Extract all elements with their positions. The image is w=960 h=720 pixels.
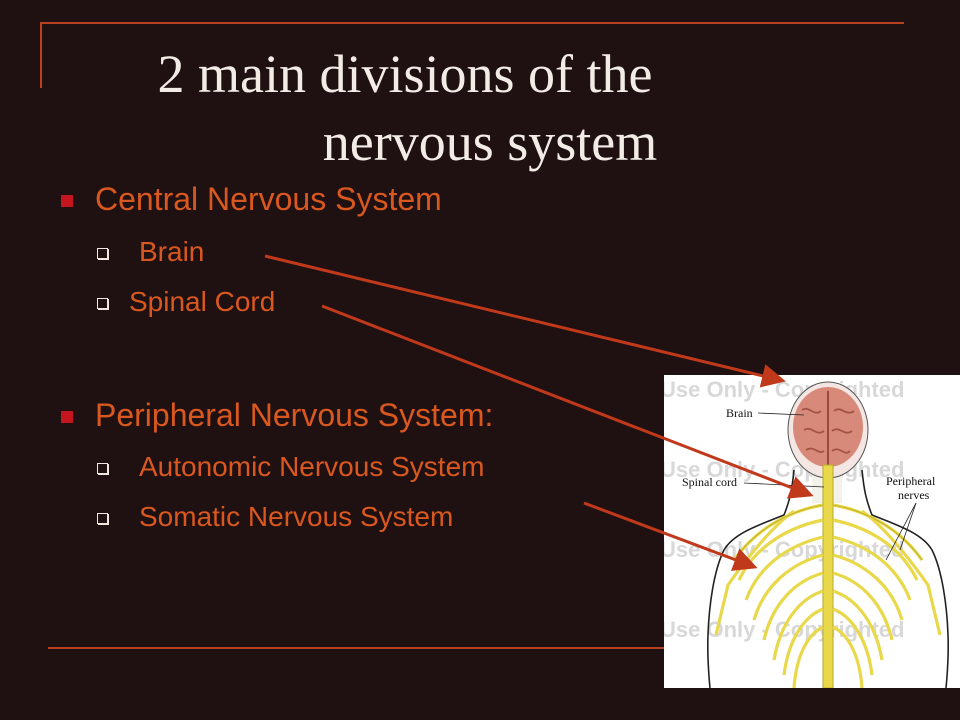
bullet-autonomic-label: Autonomic Nervous System	[139, 451, 485, 482]
hollow-square-bullet-icon	[97, 463, 108, 474]
watermark: Use Only - Copyrighted Use Only - Copyri…	[664, 377, 904, 642]
frame-left-line	[40, 22, 42, 88]
hollow-square-bullet-icon	[97, 513, 108, 524]
spinal-cord	[822, 464, 834, 688]
nervous-system-diagram: Use Only - Copyrighted Use Only - Copyri…	[664, 377, 950, 688]
bullet-spinal-cord-label: Spinal Cord	[129, 286, 276, 317]
bullet-pns: Peripheral Nervous System:	[61, 397, 494, 433]
square-bullet-icon	[61, 411, 73, 423]
peripheral-nerves-left	[714, 503, 824, 688]
frame-bottom-line	[48, 647, 712, 649]
bullet-somatic-label: Somatic Nervous System	[139, 501, 454, 532]
body-outline-right	[861, 469, 950, 688]
title-line-1: 2 main divisions of the	[157, 44, 653, 104]
square-bullet-icon	[61, 195, 73, 207]
bullet-autonomic: Autonomic Nervous System	[97, 451, 485, 483]
peripheral-label-line2: nerves	[898, 488, 930, 502]
peripheral-label-line1: Peripheral	[886, 474, 936, 488]
slide-title: 2 main divisions of the nervous system	[150, 40, 830, 176]
hollow-square-bullet-icon	[97, 248, 108, 259]
spinal-cord-label: Spinal cord	[682, 475, 737, 489]
hollow-square-bullet-icon	[97, 298, 108, 309]
frame-top-line	[40, 22, 904, 24]
arrow-brain	[264, 254, 786, 388]
bullet-cns: Central Nervous System	[61, 181, 442, 217]
nervous-system-figure: Use Only - Copyrighted Use Only - Copyri…	[664, 375, 960, 688]
bullet-brain-label: Brain	[139, 236, 205, 267]
bullet-spinal-cord: Spinal Cord	[97, 286, 276, 318]
bullet-brain: Brain	[97, 236, 205, 268]
bullet-pns-label: Peripheral Nervous System:	[95, 397, 494, 433]
title-line-2: nervous system	[322, 112, 658, 172]
brain-label: Brain	[726, 406, 753, 420]
bullet-somatic: Somatic Nervous System	[97, 501, 454, 533]
watermark-text-1: Use Only - Copyrighted	[664, 377, 904, 402]
brain-gyri	[801, 407, 855, 454]
bullet-cns-label: Central Nervous System	[95, 181, 442, 217]
peripheral-nerves-right	[832, 503, 942, 688]
